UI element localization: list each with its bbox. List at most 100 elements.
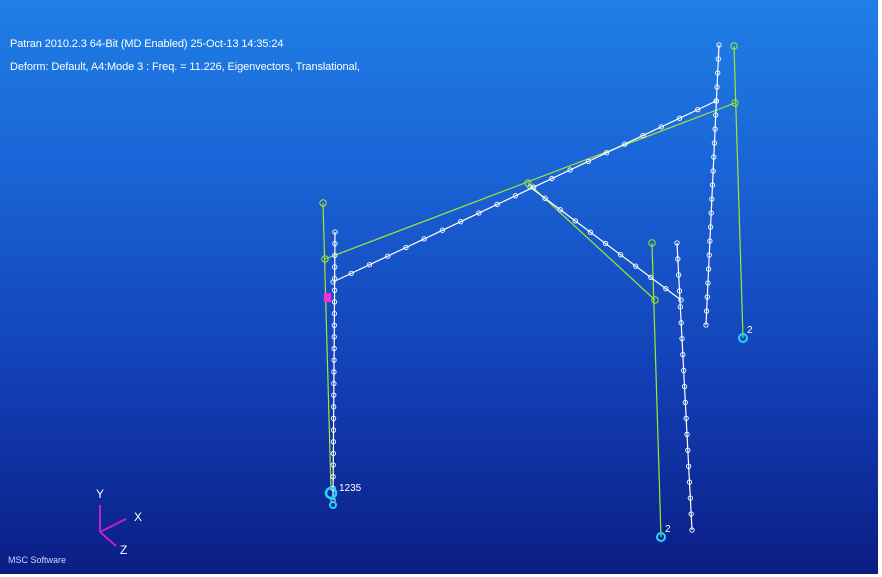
node-marker[interactable]: [567, 167, 573, 173]
node-marker[interactable]: [557, 206, 563, 213]
node-marker[interactable]: [711, 154, 717, 160]
node-marker[interactable]: [603, 150, 610, 156]
beam-element-8[interactable]: [529, 186, 682, 301]
node-marker[interactable]: [676, 115, 683, 121]
node-marker[interactable]: [572, 218, 578, 224]
node-marker[interactable]: [678, 297, 684, 303]
node-marker[interactable]: [494, 201, 500, 208]
node-marker[interactable]: [714, 84, 720, 90]
node-marker[interactable]: [677, 304, 683, 310]
node-marker[interactable]: [385, 253, 391, 259]
node-marker[interactable]: [403, 244, 409, 251]
node-marker[interactable]: [713, 112, 719, 118]
node-marker[interactable]: [695, 106, 701, 113]
beam-element-0[interactable]: [322, 202, 332, 491]
node-marker[interactable]: [684, 431, 690, 437]
node-marker[interactable]: [711, 140, 718, 146]
node-marker[interactable]: [617, 252, 624, 258]
deformed-node-marker[interactable]: [524, 179, 532, 187]
beam-element-6[interactable]: [332, 100, 717, 283]
beam-element-7[interactable]: [705, 44, 720, 326]
node-marker[interactable]: [715, 56, 721, 62]
deformed-node-marker[interactable]: [319, 199, 327, 207]
node-marker[interactable]: [681, 367, 687, 374]
deformed-node-marker[interactable]: [651, 296, 659, 304]
node-marker[interactable]: [707, 224, 714, 230]
node-marker[interactable]: [716, 42, 722, 48]
node-marker[interactable]: [330, 415, 337, 422]
node-marker[interactable]: [709, 196, 715, 202]
node-marker[interactable]: [331, 310, 338, 317]
node-marker[interactable]: [527, 184, 533, 190]
node-marker[interactable]: [648, 274, 654, 281]
node-marker[interactable]: [686, 479, 693, 485]
node-marker[interactable]: [679, 336, 685, 342]
node-marker[interactable]: [332, 252, 338, 258]
node-marker[interactable]: [421, 236, 427, 242]
node-marker[interactable]: [707, 238, 713, 244]
node-marker[interactable]: [330, 279, 336, 285]
deformed-node-marker[interactable]: [321, 255, 329, 263]
node-marker[interactable]: [703, 322, 709, 328]
node-marker[interactable]: [710, 168, 716, 174]
node-marker[interactable]: [331, 380, 337, 387]
node-marker[interactable]: [348, 270, 354, 277]
node-marker[interactable]: [331, 322, 337, 328]
node-marker[interactable]: [686, 463, 692, 469]
node-marker[interactable]: [680, 351, 686, 358]
deformed-node-marker[interactable]: [731, 99, 739, 107]
node-marker[interactable]: [658, 124, 664, 130]
node-marker[interactable]: [676, 288, 683, 294]
node-marker[interactable]: [663, 286, 669, 292]
node-marker[interactable]: [585, 158, 591, 164]
node-marker[interactable]: [330, 474, 336, 480]
node-marker[interactable]: [704, 294, 710, 300]
beam-element-5[interactable]: [332, 231, 336, 501]
node-marker[interactable]: [331, 357, 337, 363]
node-marker[interactable]: [675, 256, 681, 262]
node-marker[interactable]: [687, 495, 693, 501]
node-marker[interactable]: [674, 240, 680, 246]
node-marker[interactable]: [366, 262, 373, 268]
node-marker[interactable]: [587, 229, 594, 235]
node-marker[interactable]: [709, 182, 716, 188]
beam-element-1[interactable]: [324, 102, 736, 260]
node-marker[interactable]: [331, 404, 337, 410]
beam-element-3[interactable]: [527, 182, 656, 301]
node-marker[interactable]: [331, 392, 337, 398]
node-marker[interactable]: [705, 266, 712, 272]
node-marker[interactable]: [633, 263, 639, 269]
node-marker[interactable]: [622, 141, 628, 147]
beam-element-9[interactable]: [676, 242, 693, 531]
node-marker[interactable]: [530, 184, 537, 190]
node-marker[interactable]: [640, 132, 646, 139]
node-marker[interactable]: [602, 240, 609, 247]
node-marker[interactable]: [704, 308, 710, 314]
node-marker[interactable]: [439, 227, 446, 233]
node-marker[interactable]: [683, 415, 689, 422]
node-marker[interactable]: [542, 195, 548, 201]
node-marker[interactable]: [330, 427, 337, 433]
deformed-node-marker[interactable]: [648, 239, 656, 247]
node-marker[interactable]: [705, 280, 711, 286]
node-marker[interactable]: [330, 439, 337, 445]
node-marker[interactable]: [331, 299, 338, 305]
node-marker[interactable]: [706, 252, 712, 258]
node-marker[interactable]: [681, 383, 688, 390]
node-marker[interactable]: [332, 264, 338, 270]
node-marker[interactable]: [676, 272, 682, 278]
node-marker[interactable]: [332, 229, 338, 235]
beam-element-2[interactable]: [733, 45, 744, 339]
node-marker[interactable]: [689, 527, 695, 533]
node-marker[interactable]: [330, 450, 336, 457]
node-marker[interactable]: [330, 462, 336, 468]
node-marker[interactable]: [712, 126, 718, 132]
node-marker[interactable]: [715, 70, 721, 76]
node-marker[interactable]: [549, 175, 555, 182]
deformed-node-marker[interactable]: [730, 42, 738, 50]
node-marker[interactable]: [682, 399, 688, 406]
node-marker[interactable]: [685, 447, 691, 453]
node-marker[interactable]: [688, 511, 694, 517]
